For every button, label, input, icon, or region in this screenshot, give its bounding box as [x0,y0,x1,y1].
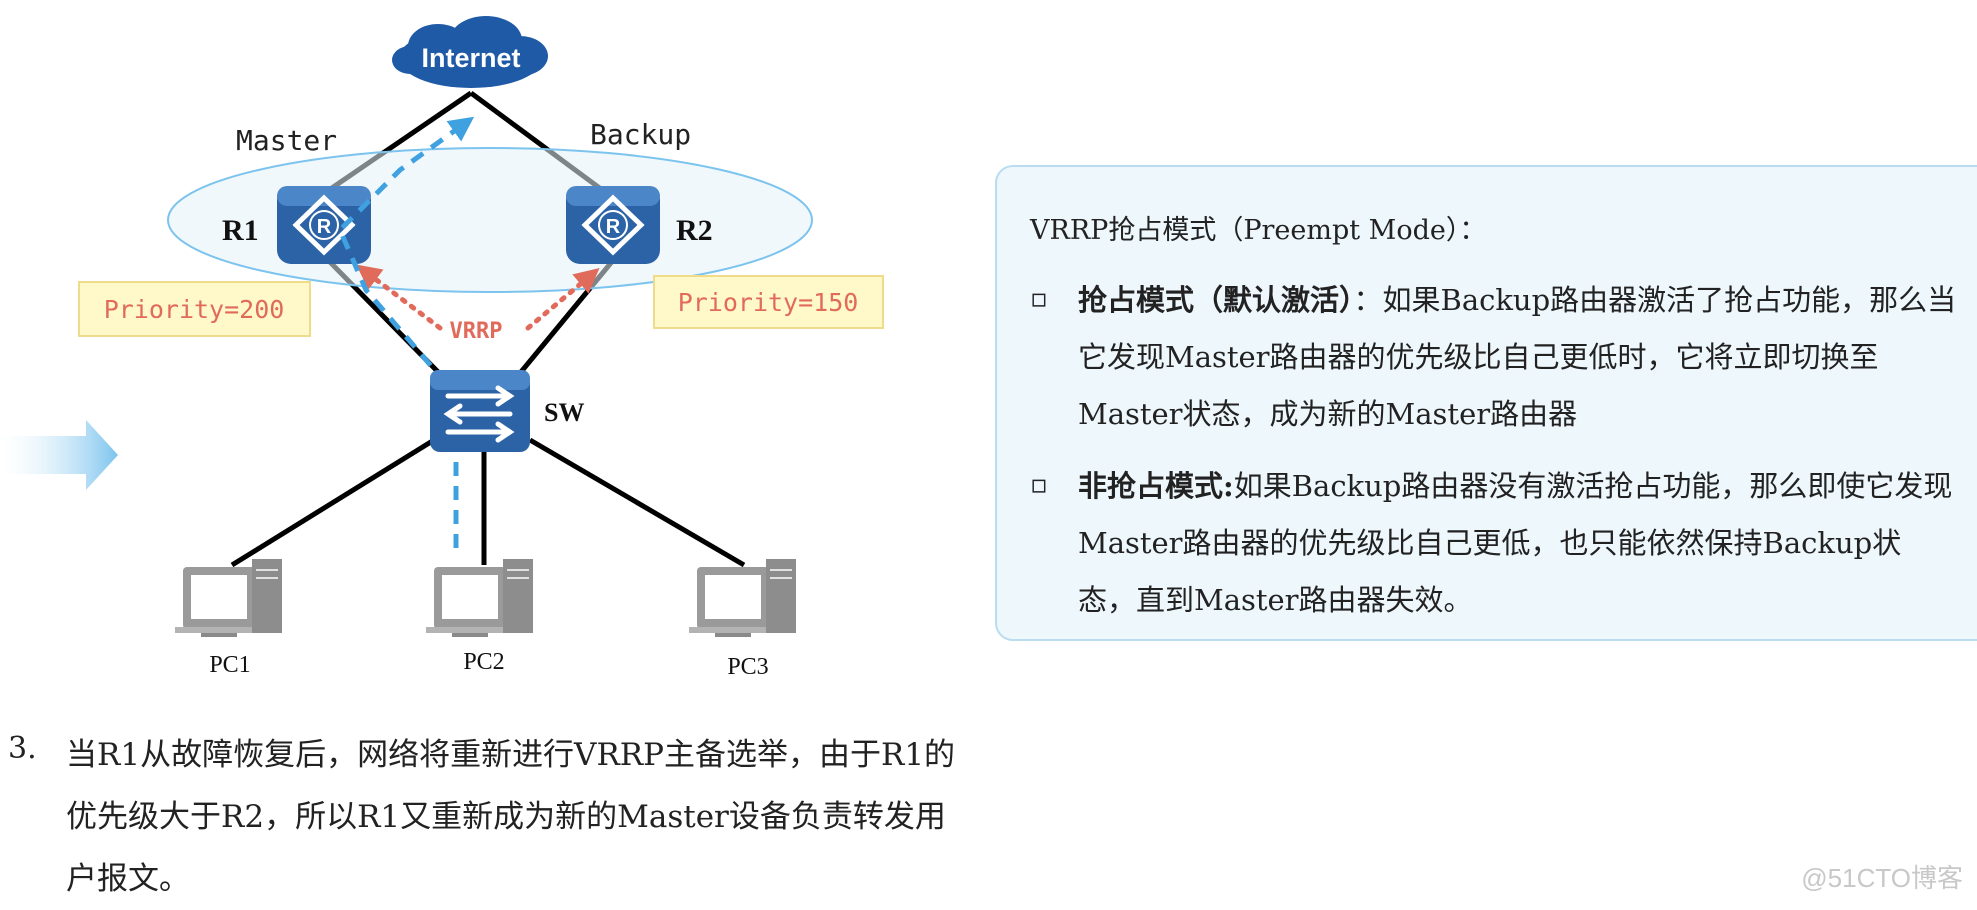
internet-cloud-icon [392,16,548,88]
r2-label: R2 [676,214,713,247]
r1-icon-letter: R [317,216,332,238]
vrrp-topology-diagram: Internet Master Backup R R1 R R2 Priorit… [0,16,884,680]
priority-r2-text: Priority=150 [678,288,859,317]
bullet-text-2: 非抢占模式:如果Backup路由器没有激活抢占功能，那么即使它发现Master路… [1078,458,1958,629]
router-r2-icon: R [566,186,660,264]
bullet-label-1: 抢占模式（默认激活） [1078,283,1354,317]
r1-label: R1 [222,214,259,247]
pc2-label: PC2 [463,649,504,675]
vrrp-advert-arrows [356,264,600,331]
pc1-icon [175,559,282,637]
priority-r2-box: Priority=150 [653,275,884,329]
switch-sw-icon [430,370,530,452]
bullet-marker-2: ▫ [1030,470,1048,500]
preempt-mode-info-box [995,165,1977,641]
link-sw-pc1 [230,437,436,568]
pc1-label: PC1 [209,652,250,678]
pc3-label: PC3 [727,654,768,680]
watermark: @51CTO博客 [1801,863,1963,893]
vrrp-group-ellipse [167,147,813,293]
bullet-text-1: 抢占模式（默认激活）：如果Backup路由器激活了抢占功能，那么当它发现Mast… [1078,272,1958,443]
bullet-body-1: ：如果Backup路由器激活了抢占功能，那么当它发现Master路由器的优先级比… [1078,283,1957,431]
pc3-icon [689,559,796,637]
link-sw-pc3 [528,437,746,568]
priority-r1-text: Priority=200 [104,295,285,324]
pc2-icon [426,559,533,637]
priority-r1-box: Priority=200 [78,281,311,337]
step-text: 当R1从故障恢复后，网络将重新进行VRRP主备选举，由于R1的优先级大于R2，所… [66,737,956,897]
bullet-marker-1: ▫ [1030,284,1048,314]
sw-label: SW [544,398,584,427]
bullet-body-2: 如果Backup路由器没有激活抢占功能，那么即使它发现Master路由器的优先级… [1078,469,1953,617]
info-title: VRRP抢占模式（Preempt Mode）： [1030,215,1487,246]
internet-label: Internet [421,43,520,73]
bullet-label-2: 非抢占模式: [1078,469,1234,503]
r2-icon-letter: R [606,216,621,238]
master-label: Master [236,124,337,157]
backup-label: Backup [590,118,691,151]
step-number: 3. [8,731,37,766]
router-r1-icon: R [277,186,371,264]
side-arrow-icon [0,420,118,490]
vrrp-label: VRRP [450,319,503,344]
